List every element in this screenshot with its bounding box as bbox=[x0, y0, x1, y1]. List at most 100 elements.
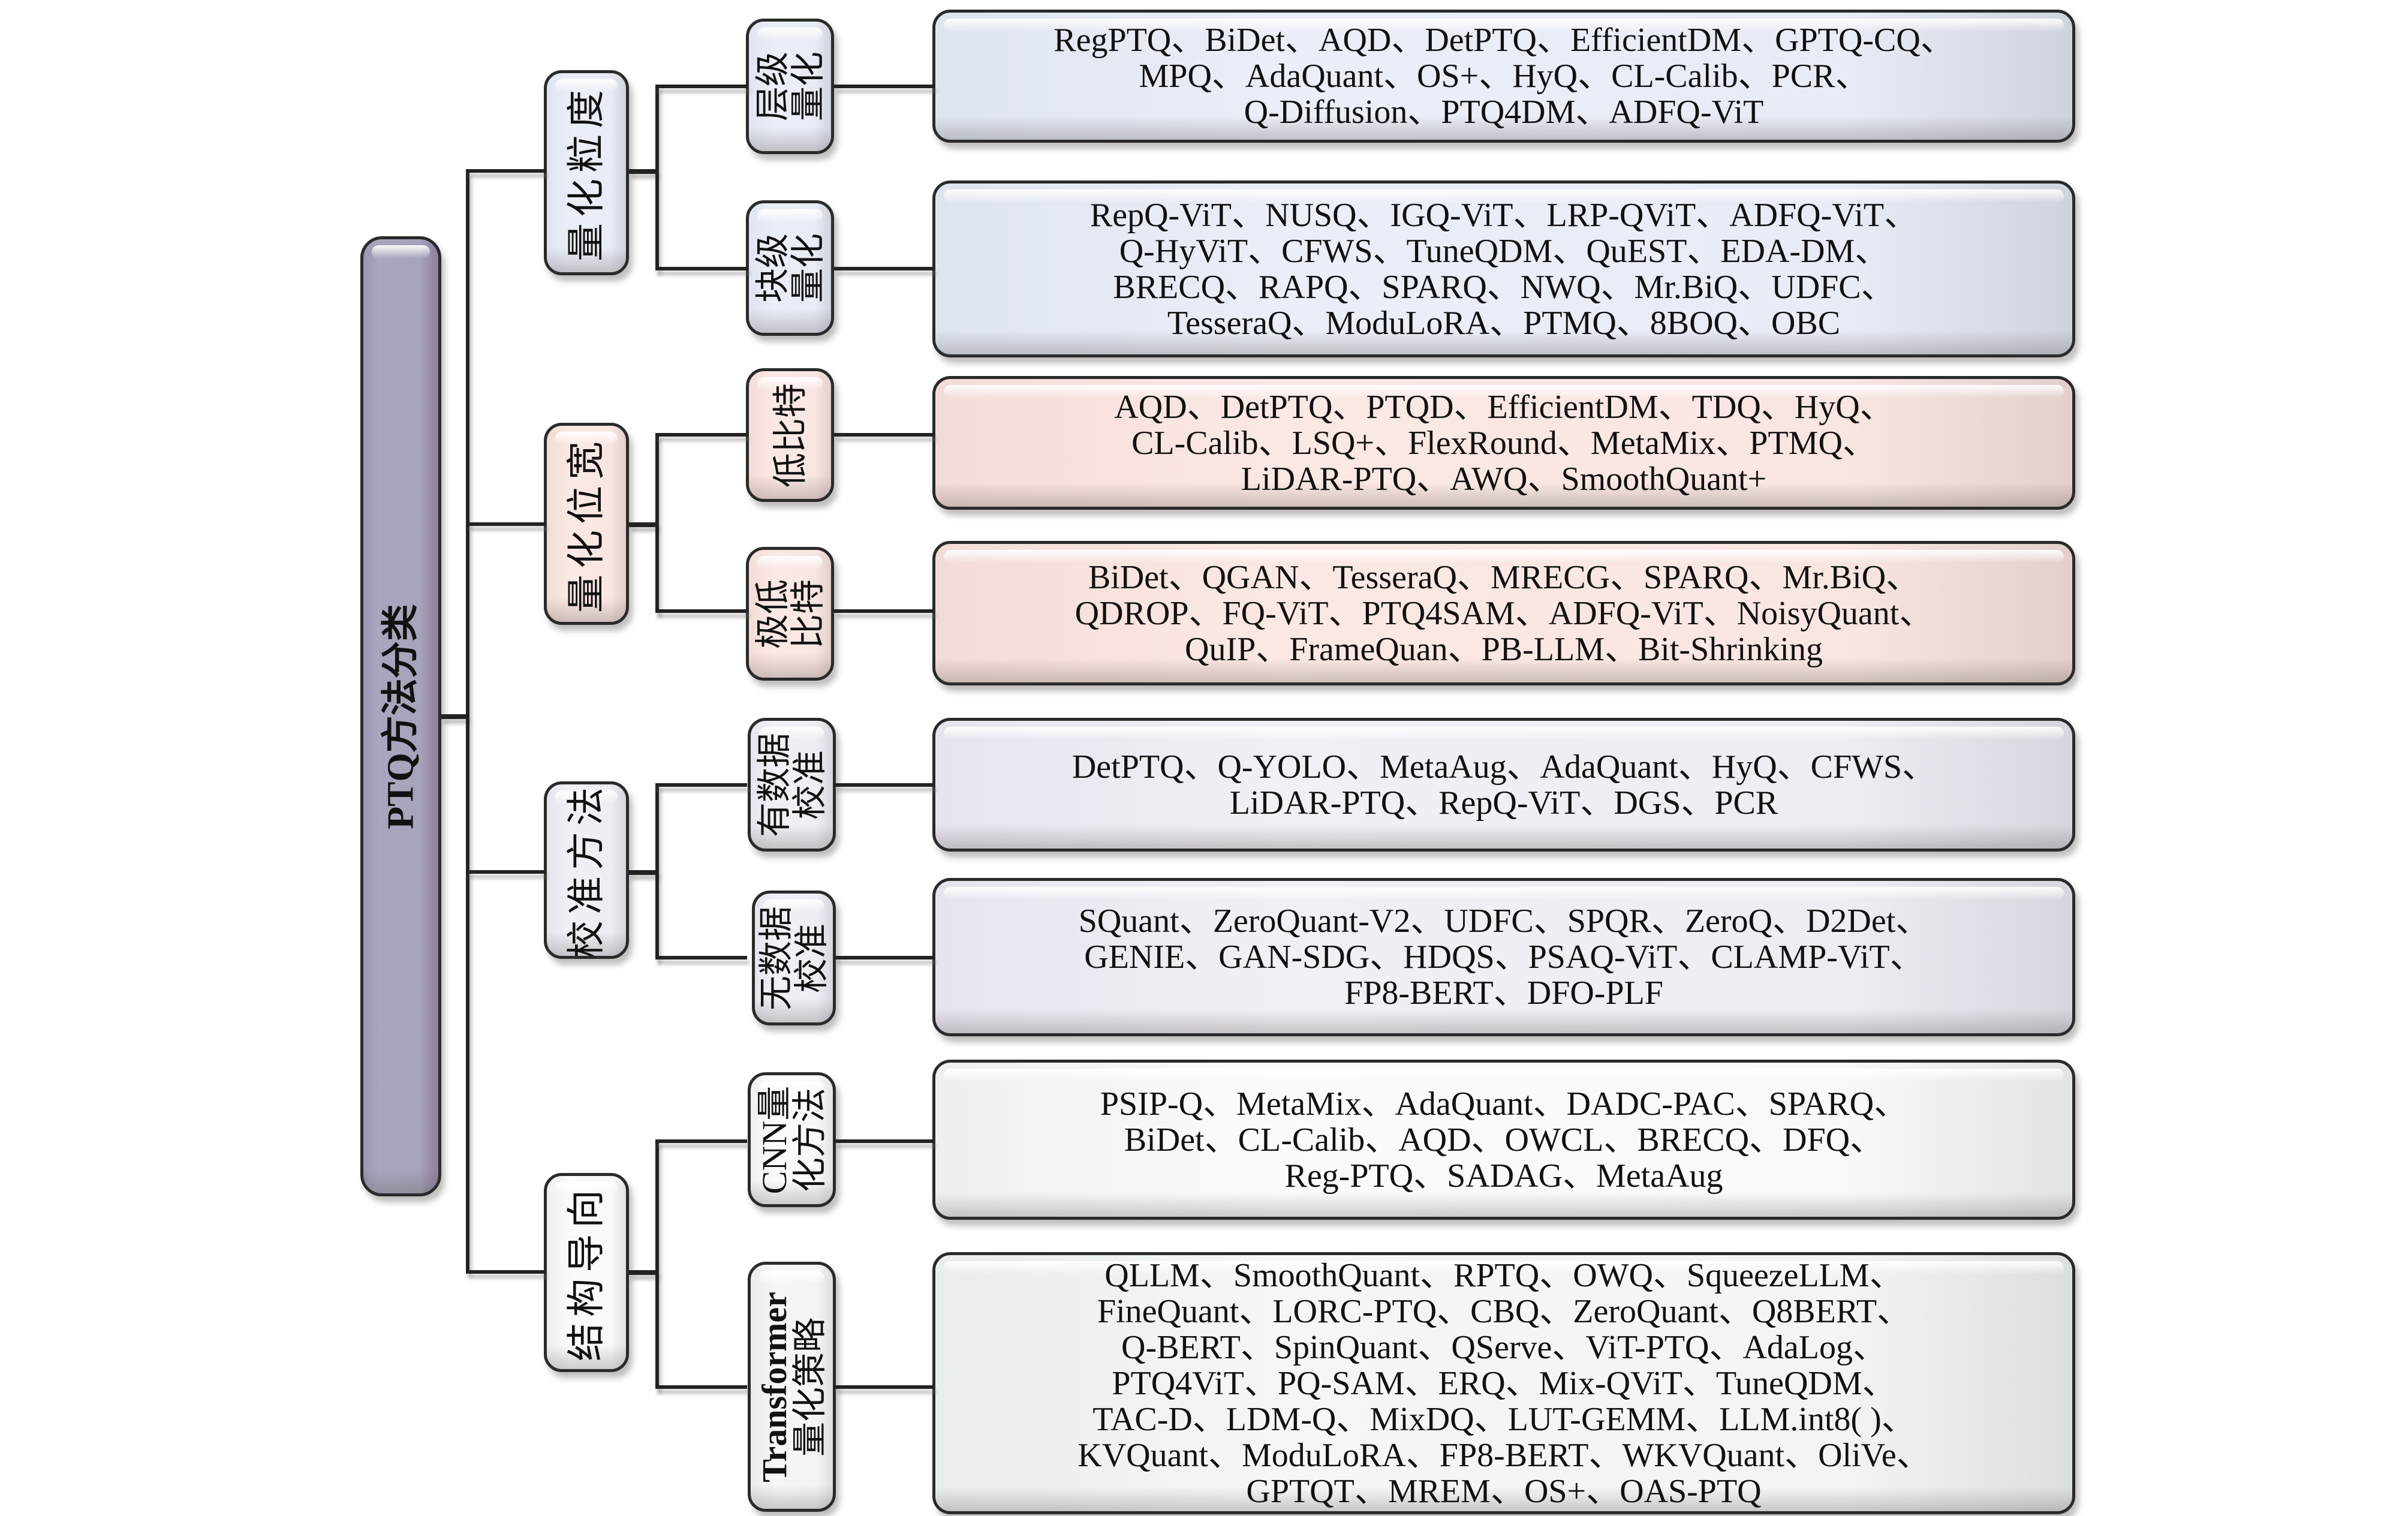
methods-line: MPQ、AdaQuant、OS+、HyQ、CL-Calib、PCR、 bbox=[1139, 58, 1869, 95]
methods-list: BiDet、QGAN、TesseraQ、MRECG、SPARQ、Mr.BiQ、 … bbox=[935, 560, 2072, 667]
methods-line: GPTQT、MREM、OS+、OAS-PTQ bbox=[1246, 1472, 1762, 1510]
methods-line: Reg-PTQ、SADAG、MetaAug bbox=[1284, 1157, 1723, 1195]
connector-to-cnn bbox=[655, 1139, 747, 1143]
methods-line: FP8-BERT、DFO-PLF bbox=[1344, 974, 1663, 1012]
subcategory-label-line: 量化策略 bbox=[790, 1317, 829, 1457]
methods-line: PTQ4ViT、PQ-SAM、ERQ、Mix-QViT、TuneQDM、 bbox=[1112, 1364, 1896, 1402]
methods-line: TesseraQ、ModuLoRA、PTMQ、8BOQ、OBC bbox=[1167, 304, 1841, 342]
methods-list: QLLM、SmoothQuant、RPTQ、OWQ、SqueezeLLM、 Fi… bbox=[935, 1258, 2072, 1509]
category-label: 量化位宽 bbox=[565, 435, 608, 613]
connector-to-data-free-calibration bbox=[655, 956, 747, 959]
connector-to-bitwidth bbox=[466, 522, 545, 526]
connector-layer-level-leaf bbox=[834, 85, 934, 88]
methods-line: CL-Calib、LSQ+、FlexRound、MetaMix、PTMQ、 bbox=[1131, 424, 1876, 462]
methods-line: DetPTQ、Q-YOLO、MetaAug、AdaQuant、HyQ、CFWS、 bbox=[1071, 748, 1936, 786]
subcategory-label-line: 无数据 bbox=[756, 906, 796, 1010]
category-label: 结构导向 bbox=[565, 1184, 608, 1361]
subcategory-label-line: 层级 bbox=[752, 51, 792, 122]
methods-line: RegPTQ、BiDet、AQD、DetPTQ、EfficientDM、GPTQ… bbox=[1054, 22, 1954, 59]
methods-line: QDROP、FQ-ViT、PTQ4SAM、ADFQ-ViT、NoisyQuant… bbox=[1074, 594, 1933, 632]
connector-structure-branch bbox=[655, 1139, 659, 1389]
methods-list: AQD、DetPTQ、PTQD、EfficientDM、TDQ、HyQ、 CL-… bbox=[935, 389, 2072, 497]
methods-line: BiDet、QGAN、TesseraQ、MRECG、SPARQ、Mr.BiQ、 bbox=[1088, 558, 1920, 596]
connector-calibration-stub bbox=[629, 870, 657, 875]
methods-list: SQuant、ZeroQuant-V2、UDFC、SPQR、ZeroQ、D2De… bbox=[935, 903, 2072, 1011]
methods-box-ultra-low-bit: BiDet、QGAN、TesseraQ、MRECG、SPARQ、Mr.BiQ、 … bbox=[932, 541, 2075, 685]
subcategory-label-line: 校准 bbox=[792, 923, 831, 993]
methods-line: Q-Diffusion、PTQ4DM、ADFQ-ViT bbox=[1244, 94, 1764, 131]
methods-line: Q-BERT、SpinQuant、QServe、ViT-PTQ、AdaLog、 bbox=[1121, 1328, 1886, 1366]
methods-line: BiDet、CL-Calib、AQD、OWCL、BRECQ、DFQ、 bbox=[1124, 1121, 1884, 1159]
subcategory-node-data-free-calibration: 无数据校准 bbox=[752, 891, 836, 1025]
methods-line: QLLM、SmoothQuant、RPTQ、OWQ、SqueezeLLM、 bbox=[1104, 1256, 1903, 1294]
methods-list: RegPTQ、BiDet、AQD、DetPTQ、EfficientDM、GPTQ… bbox=[935, 22, 2072, 130]
root-label: PTQ方法分类 bbox=[380, 603, 421, 829]
methods-line: SQuant、ZeroQuant-V2、UDFC、SPQR、ZeroQ、D2De… bbox=[1078, 903, 1930, 940]
methods-line: RepQ-ViT、NUSQ、IGQ-ViT、LRP-QViT、ADFQ-ViT、 bbox=[1089, 196, 1918, 234]
subcategory-label-line: 块级 bbox=[752, 233, 792, 303]
subcategory-label-line: 校准 bbox=[790, 750, 829, 820]
category-label: 校准方法 bbox=[565, 781, 608, 959]
category-node-granularity: 量化粒度 bbox=[544, 70, 629, 275]
connector-granularity-branch bbox=[655, 85, 659, 270]
subcategory-label-line: 极低 bbox=[752, 579, 792, 649]
connector-bitwidth-branch bbox=[655, 433, 659, 613]
methods-list: DetPTQ、Q-YOLO、MetaAug、AdaQuant、HyQ、CFWS、… bbox=[935, 749, 2072, 821]
subcategory-label-line: 有数据 bbox=[754, 732, 794, 837]
subcategory-label-line: 化方法 bbox=[790, 1087, 829, 1192]
subcategory-node-block-level: 块级量化 bbox=[746, 200, 834, 336]
methods-line: PSIP-Q、MetaMix、AdaQuant、DADC-PAC、SPARQ、 bbox=[1100, 1085, 1908, 1123]
connector-to-granularity bbox=[466, 169, 545, 173]
methods-line: KVQuant、ModuLoRA、FP8-BERT、WKVQuant、OliVe… bbox=[1077, 1436, 1930, 1474]
methods-box-data-calibration: DetPTQ、Q-YOLO、MetaAug、AdaQuant、HyQ、CFWS、… bbox=[932, 718, 2075, 852]
subcategory-label-line: 低比特 bbox=[770, 383, 809, 488]
subcategory-node-cnn: CNN量化方法 bbox=[748, 1072, 836, 1207]
subcategory-label-line: 量化 bbox=[788, 51, 827, 122]
connector-low-bit-leaf bbox=[834, 433, 934, 437]
connector-to-layer-level bbox=[655, 85, 747, 88]
connector-trunk bbox=[466, 171, 469, 1272]
methods-line: FineQuant、LORC-PTQ、CBQ、ZeroQuant、Q8BERT、 bbox=[1097, 1292, 1911, 1330]
methods-box-low-bit: AQD、DetPTQ、PTQD、EfficientDM、TDQ、HyQ、 CL-… bbox=[932, 376, 2075, 510]
methods-box-block-level: RepQ-ViT、NUSQ、IGQ-ViT、LRP-QViT、ADFQ-ViT、… bbox=[932, 181, 2075, 357]
category-node-bitwidth: 量化位宽 bbox=[544, 423, 629, 625]
methods-box-transformer: QLLM、SmoothQuant、RPTQ、OWQ、SqueezeLLM、 Fi… bbox=[932, 1252, 2075, 1514]
subcategory-label-line: 量化 bbox=[788, 233, 827, 303]
subcategory-node-data-calibration: 有数据校准 bbox=[748, 718, 836, 852]
subcategory-label-line: Transformer bbox=[754, 1291, 794, 1482]
category-node-calibration: 校准方法 bbox=[544, 781, 629, 959]
root-node: PTQ方法分类 bbox=[360, 236, 441, 1196]
methods-line: TAC-D、LDM-Q、MixDQ、LUT-GEMM、LLM.int8( )、 bbox=[1092, 1400, 1915, 1438]
connector-block-level-leaf bbox=[834, 267, 934, 270]
methods-line: LiDAR-PTQ、RepQ-ViT、DGS、PCR bbox=[1229, 784, 1778, 822]
methods-list: PSIP-Q、MetaMix、AdaQuant、DADC-PAC、SPARQ、 … bbox=[935, 1086, 2072, 1194]
category-node-structure: 结构导向 bbox=[544, 1173, 629, 1372]
connector-data-free-calibration-leaf bbox=[834, 956, 934, 959]
methods-line: GENIE、GAN-SDG、HDQS、PSAQ-ViT、CLAMP-ViT、 bbox=[1084, 939, 1924, 976]
connector-data-calibration-leaf bbox=[834, 783, 934, 787]
connector-to-structure bbox=[466, 1270, 545, 1274]
methods-line: LiDAR-PTQ、AWQ、SmoothQuant+ bbox=[1241, 460, 1767, 498]
methods-line: Q-HyViT、CFWS、TuneQDM、QuEST、EDA-DM、 bbox=[1119, 232, 1889, 270]
connector-root-stub bbox=[441, 714, 468, 719]
subcategory-node-ultra-low-bit: 极低比特 bbox=[746, 547, 834, 681]
connector-structure-stub bbox=[629, 1270, 657, 1275]
connector-bitwidth-stub bbox=[629, 522, 657, 527]
connector-ultra-low-bit-leaf bbox=[834, 609, 934, 613]
connector-cnn-leaf bbox=[834, 1139, 934, 1143]
subcategory-node-layer-level: 层级量化 bbox=[746, 19, 834, 154]
subcategory-node-low-bit: 低比特 bbox=[746, 368, 834, 502]
connector-to-transformer bbox=[655, 1385, 747, 1389]
methods-box-cnn: PSIP-Q、MetaMix、AdaQuant、DADC-PAC、SPARQ、 … bbox=[932, 1060, 2075, 1220]
connector-calibration-branch bbox=[655, 783, 659, 959]
connector-to-low-bit bbox=[655, 433, 747, 437]
connector-to-data-calibration bbox=[655, 783, 747, 787]
connector-to-block-level bbox=[655, 267, 747, 270]
connector-to-calibration bbox=[466, 870, 545, 874]
connector-to-ultra-low-bit bbox=[655, 609, 747, 613]
methods-line: AQD、DetPTQ、PTQD、EfficientDM、TDQ、HyQ、 bbox=[1114, 388, 1894, 426]
subcategory-label-line: CNN量 bbox=[754, 1085, 794, 1194]
methods-list: RepQ-ViT、NUSQ、IGQ-ViT、LRP-QViT、ADFQ-ViT、… bbox=[935, 197, 2072, 341]
connector-granularity-stub bbox=[629, 169, 657, 174]
